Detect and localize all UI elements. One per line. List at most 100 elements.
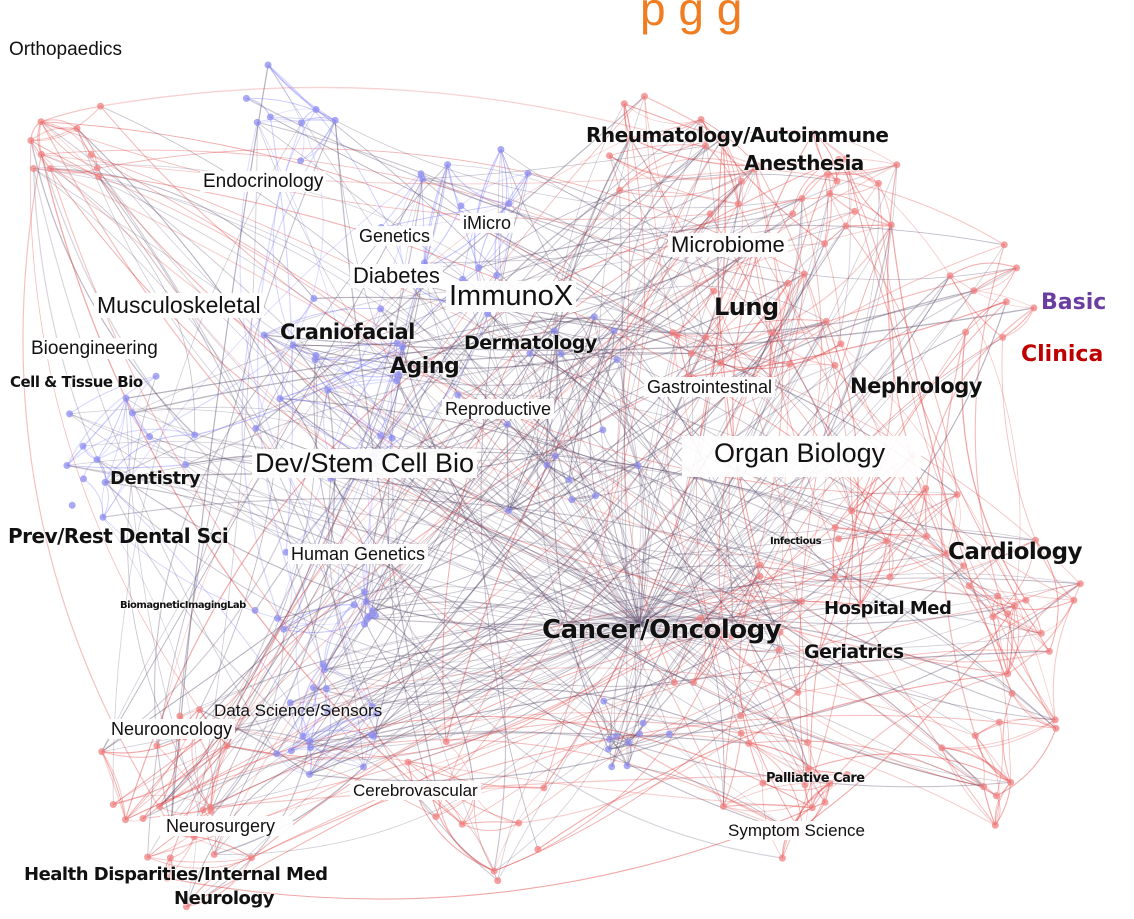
network-edge [290, 455, 556, 751]
network-node [122, 816, 129, 824]
network-edge [381, 203, 510, 228]
network-edge [483, 290, 974, 334]
network-edge [759, 553, 948, 583]
network-edge [840, 343, 1056, 720]
network-edge [327, 389, 733, 637]
network-edge [159, 359, 318, 807]
network-edge [700, 119, 758, 166]
network-edge [170, 600, 861, 827]
network-edge [973, 290, 1034, 309]
network-node [444, 161, 452, 169]
network-node [557, 350, 565, 358]
network-edge [184, 472, 338, 738]
network-edge [125, 739, 803, 836]
network-node [68, 501, 76, 509]
network-edge [992, 583, 1081, 618]
network-edge [69, 375, 157, 415]
network-edge [974, 735, 1012, 783]
network-edge [961, 332, 1027, 601]
network-edge [973, 267, 1017, 292]
network-edge [97, 148, 805, 275]
network-edge [279, 346, 404, 400]
network-node [399, 343, 407, 351]
network-edge [309, 732, 749, 744]
network-edge [493, 624, 641, 872]
network-edge [159, 745, 228, 807]
network-edge [323, 164, 897, 671]
network-edge [365, 601, 475, 794]
network-node [687, 350, 695, 357]
network-edge [508, 494, 958, 556]
network-edge [752, 246, 772, 380]
network-edge [267, 64, 641, 626]
network-edge [104, 482, 694, 687]
network-edge [672, 290, 715, 334]
network-edge [373, 304, 485, 457]
network-edge [290, 710, 329, 752]
network-edge [125, 397, 641, 626]
network-node [1076, 580, 1084, 588]
network-edge [445, 720, 742, 743]
network-edge [619, 157, 756, 191]
network-node [848, 507, 856, 515]
network-edge [30, 140, 861, 605]
network-edge [554, 359, 618, 457]
network-edge [263, 307, 381, 336]
network-edge [629, 137, 758, 167]
network-edge [376, 624, 641, 715]
network-edge [496, 149, 514, 276]
network-edge [741, 732, 808, 743]
network-edge [279, 398, 381, 437]
network-node [626, 134, 634, 142]
network-node [623, 762, 631, 770]
network-node [417, 170, 425, 178]
network-node [821, 798, 829, 806]
network-edge [309, 687, 317, 742]
network-edge [251, 714, 1057, 859]
network-edge [716, 632, 984, 788]
network-edge [184, 591, 365, 738]
network-edge [473, 793, 495, 872]
network-node [756, 561, 764, 569]
network-node [1007, 778, 1015, 786]
network-edge [309, 706, 373, 775]
network-edge [478, 267, 641, 626]
network-edge [762, 782, 831, 792]
network-edge [76, 128, 641, 626]
network-node [37, 150, 45, 158]
network-edge [996, 728, 1057, 797]
network-node [95, 173, 103, 180]
network-edge [553, 330, 808, 743]
network-node [826, 190, 834, 197]
network-edge [974, 735, 1011, 783]
network-node [608, 763, 616, 771]
network-edge [940, 331, 976, 736]
network-node [670, 679, 678, 686]
network-edge [496, 149, 503, 276]
network-edge [768, 273, 805, 380]
network-edge [845, 158, 892, 226]
network-node [768, 329, 776, 336]
network-node [1030, 304, 1038, 312]
network-edge [723, 337, 1003, 807]
label-musculoskeletal: Musculoskeletal [94, 293, 264, 318]
network-edge [828, 164, 897, 175]
network-edge [1006, 605, 1015, 674]
network-edge [313, 624, 641, 705]
network-edge [125, 213, 711, 820]
network-node [801, 781, 809, 789]
network-node [689, 678, 697, 686]
network-edge [435, 786, 544, 817]
network-edge [812, 133, 1021, 607]
network-edge [396, 317, 678, 382]
network-node [980, 783, 988, 791]
network-edge [315, 109, 799, 693]
network-node [97, 102, 104, 110]
network-edge [771, 331, 842, 345]
network-node [264, 61, 272, 69]
network-edge [267, 64, 336, 121]
network-node [756, 572, 764, 580]
network-edge [263, 334, 1015, 625]
network-node [63, 462, 71, 469]
